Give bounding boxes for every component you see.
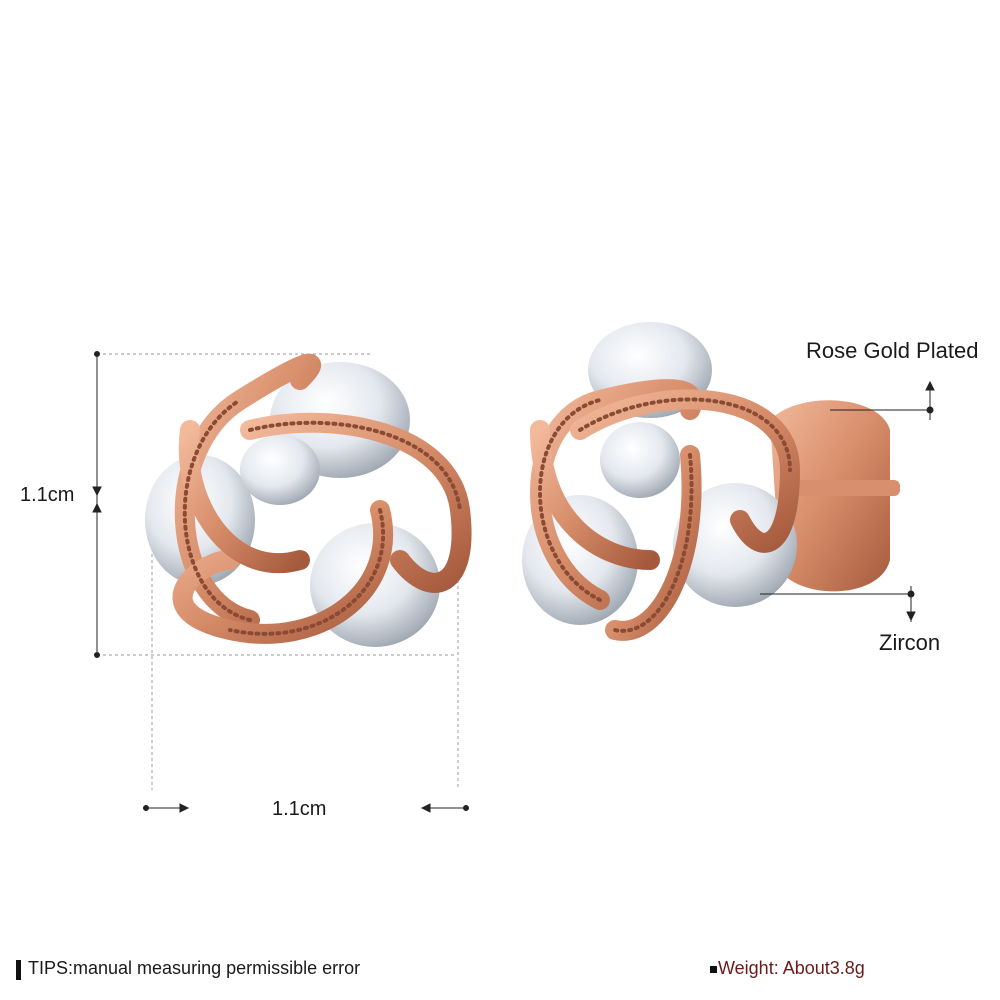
material-callout-label: Rose Gold Plated: [806, 338, 979, 363]
tips-marker: [16, 960, 21, 980]
weight-bullet: [710, 966, 717, 973]
weight-note: Weight: About3.8g: [718, 958, 865, 978]
material-callout-line: [830, 380, 935, 420]
zircon-stone: [240, 435, 320, 505]
zircon-stone: [673, 483, 797, 607]
tips-note: TIPS:manual measuring permissible error: [28, 958, 361, 978]
height-dimension-label: 1.1cm: [20, 484, 75, 506]
width-dimension-arrow: [143, 803, 469, 813]
earring-post: [790, 480, 900, 496]
earring-front-view: [145, 353, 472, 647]
zircon-stone: [600, 422, 680, 498]
stone-callout-line: [760, 586, 916, 622]
stone-callout-label: Zircon: [879, 630, 941, 655]
earring-side-view: [522, 322, 900, 641]
height-dimension-arrow: [92, 351, 102, 658]
width-dimension-label: 1.1cm: [272, 798, 327, 820]
